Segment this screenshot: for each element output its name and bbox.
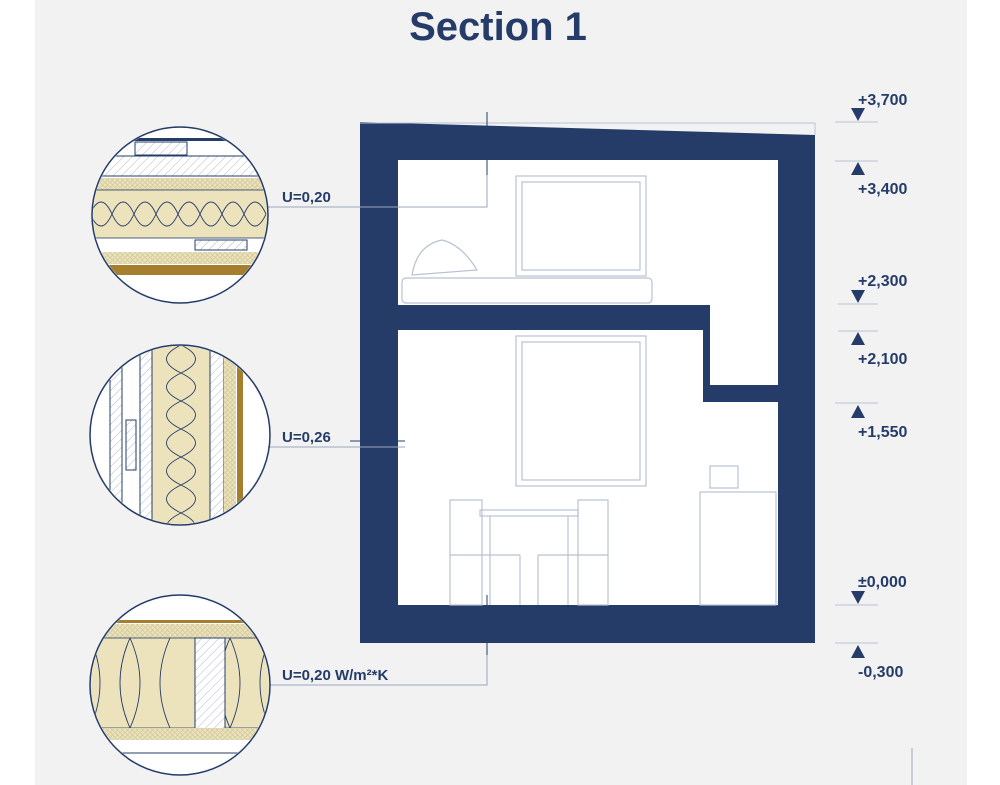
kitchen-counter — [699, 491, 777, 606]
lower-window — [515, 335, 647, 487]
u-value-floor: U=0,20 W/m²*K — [282, 667, 388, 684]
u-value-roof: U=0,20 — [282, 189, 331, 206]
svg-text:+1,550: +1,550 — [858, 424, 907, 441]
pillow — [411, 239, 479, 276]
u-value-wall: U=0,26 — [282, 429, 331, 446]
level-2100: +2,100 — [838, 330, 907, 368]
chair-left — [449, 499, 521, 606]
roof-detail-circle — [91, 126, 269, 304]
upper-window — [515, 175, 647, 277]
level-0000: ±0,000 — [835, 574, 907, 606]
page-title: Section 1 — [409, 5, 587, 49]
level-3400: +3,400 — [835, 160, 907, 198]
svg-text:-0,300: -0,300 — [858, 664, 903, 681]
building-section — [360, 122, 816, 643]
floor-detail-circle — [89, 594, 271, 776]
svg-text:±0,000: ±0,000 — [858, 574, 907, 591]
level-1550: +1,550 — [835, 402, 907, 441]
floor-detail — [91, 596, 269, 774]
wall-detail — [91, 346, 269, 524]
svg-text:+3,400: +3,400 — [858, 181, 907, 198]
leader-lines — [268, 112, 913, 785]
level-2300: +2,300 — [838, 273, 907, 305]
svg-text:+2,100: +2,100 — [858, 351, 907, 368]
level-3700: +3,700 — [835, 92, 907, 123]
wall-detail-circle — [89, 344, 271, 526]
furniture — [401, 175, 777, 606]
svg-text:+3,700: +3,700 — [858, 92, 907, 109]
svg-text:+2,300: +2,300 — [858, 273, 907, 290]
level-markers: +3,700 +3,400 +2,300 +2,100 +1,550 ±0,00… — [835, 92, 907, 681]
pot — [709, 465, 739, 489]
loft-bed — [401, 277, 653, 304]
chair-right — [537, 499, 609, 606]
level-minus-0300: -0,300 — [835, 642, 903, 681]
roof-detail — [93, 128, 267, 302]
